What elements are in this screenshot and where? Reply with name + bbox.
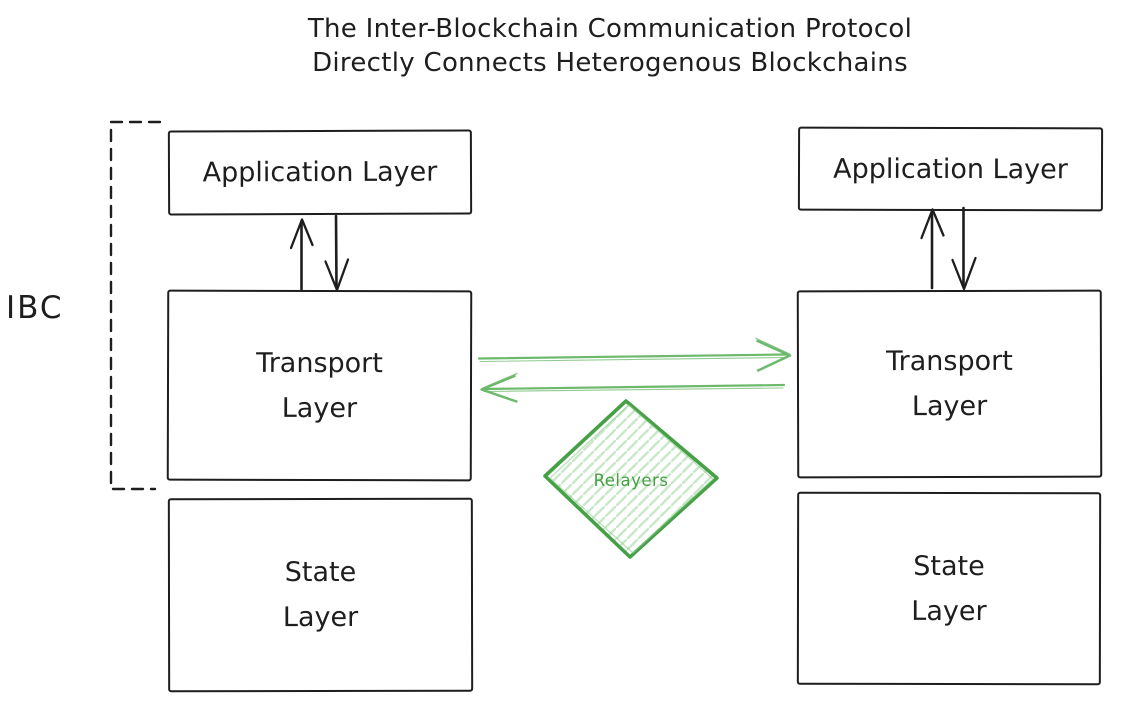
- right-app-transport-up-arrow: [920, 208, 945, 290]
- right-transport-layer-label: Transport Layer: [886, 345, 1013, 423]
- relayers-label: Relayers: [594, 471, 669, 490]
- left-transport-layer-label: Transport Layer: [256, 347, 383, 424]
- right-application-layer-label: Application Layer: [833, 153, 1068, 185]
- ibc-label: IBC: [6, 290, 64, 326]
- diagram-title-line-1: The Inter-Blockchain Communication Proto…: [307, 14, 913, 44]
- diagram-title: The Inter-Blockchain Communication Proto…: [250, 12, 970, 80]
- right-transport-layer-box: Transport Layer: [796, 289, 1103, 479]
- left-state-layer-label: State Layer: [282, 556, 359, 634]
- left-app-transport-up-arrow: [289, 218, 314, 291]
- right-application-layer-box: Application Layer: [797, 126, 1104, 212]
- left-app-transport-down-arrow: [324, 214, 350, 292]
- ibc-dashed-bracket: [109, 120, 162, 491]
- packet-arrow-left-to-right: [477, 337, 792, 372]
- right-state-layer-label: State Layer: [911, 550, 987, 627]
- packet-arrow-right-to-left: [480, 372, 786, 403]
- right-state-layer-box: State Layer: [796, 491, 1102, 686]
- left-application-layer-box: Application Layer: [167, 129, 473, 216]
- left-state-layer-box: State Layer: [167, 497, 474, 693]
- left-application-layer-label: Application Layer: [202, 156, 438, 189]
- right-app-transport-down-arrow: [951, 206, 977, 291]
- diagram-title-line-2: Directly Connects Heterogenous Blockchai…: [312, 48, 908, 78]
- relayers-diamond: Relayers: [543, 399, 719, 559]
- left-transport-layer-box: Transport Layer: [166, 289, 473, 482]
